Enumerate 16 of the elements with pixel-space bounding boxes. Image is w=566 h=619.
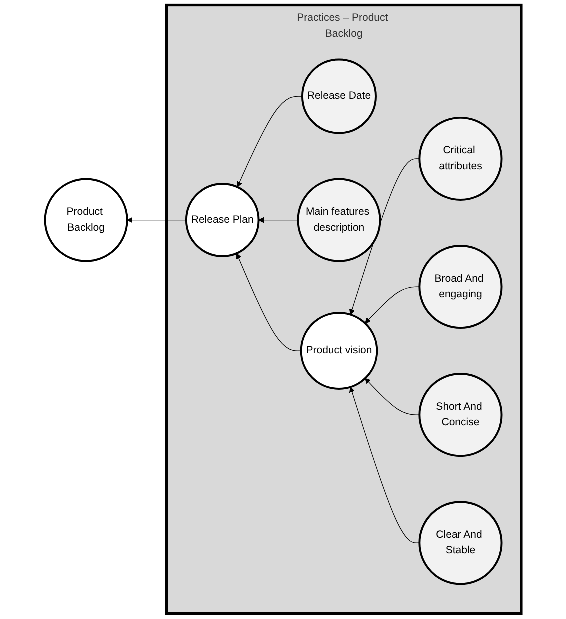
node-circle: Release Date bbox=[301, 58, 377, 134]
node-circle: Critical attributes bbox=[418, 116, 502, 202]
arrow bbox=[236, 253, 302, 352]
node-circle: Product Backlog bbox=[44, 178, 128, 262]
arrow bbox=[364, 378, 420, 416]
arrow bbox=[349, 386, 420, 544]
arrow bbox=[258, 217, 298, 224]
node-circle: Product vision bbox=[300, 312, 378, 390]
node-circle: Main features description bbox=[296, 178, 381, 262]
arrow bbox=[126, 217, 186, 224]
node-circle: Release Plan bbox=[185, 183, 260, 258]
node-circle: Broad And engaging bbox=[418, 245, 502, 330]
node-circle: Clear And Stable bbox=[418, 501, 502, 586]
node-circle: Short And Concise bbox=[418, 373, 502, 458]
arrow bbox=[236, 96, 302, 188]
arrow bbox=[364, 286, 420, 324]
